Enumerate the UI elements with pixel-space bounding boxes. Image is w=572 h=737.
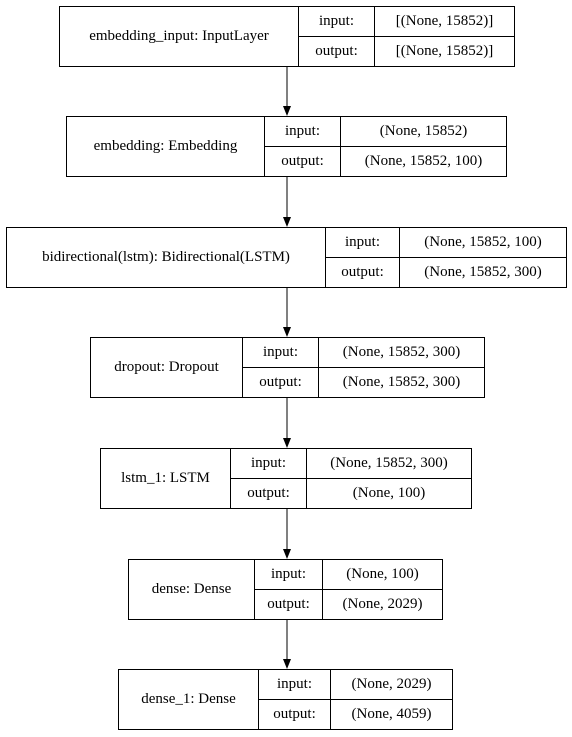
output-shape: (None, 15852, 100) (364, 153, 483, 169)
layer-name: bidirectional(lstm): Bidirectional(LSTM) (7, 228, 326, 287)
output-label: output: (326, 258, 400, 287)
edge-arrowhead (283, 217, 291, 227)
input-label: input: (243, 338, 319, 368)
layer-name: dense: Dense (129, 560, 255, 619)
output-label: output: (243, 368, 319, 397)
input-label: input: (255, 560, 323, 590)
input-shape: [(None, 15852)] (375, 7, 514, 37)
layer-node-dense-1: dense_1: Dense input: (None, 2029) outpu… (118, 669, 453, 730)
input-label: input: (326, 228, 400, 258)
layer-node-lstm-1: lstm_1: LSTM input: (None, 15852, 300) o… (100, 448, 472, 509)
input-shape: (None, 15852, 300) (319, 338, 484, 368)
input-label: input: (299, 7, 375, 37)
edge-arrowhead (283, 659, 291, 669)
output-shape: (None, 15852, 300) (424, 264, 542, 280)
output-shape: [(None, 15852)] (395, 43, 494, 59)
input-label: input: (259, 670, 331, 700)
edge-arrowhead (283, 327, 291, 337)
layer-name: embedding: Embedding (67, 117, 265, 176)
output-shape: (None, 100) (352, 485, 426, 501)
input-shape: (None, 15852) (341, 117, 506, 147)
output-label: output: (231, 479, 307, 508)
edge-arrowhead (283, 438, 291, 448)
input-label: input: (265, 117, 341, 147)
input-shape: (None, 15852, 300) (307, 449, 471, 479)
layer-node-dense: dense: Dense input: (None, 100) output: … (128, 559, 443, 620)
edge-arrowhead (283, 106, 291, 116)
output-label: output: (259, 700, 331, 729)
layer-name: dense_1: Dense (119, 670, 259, 729)
output-label: output: (299, 37, 375, 66)
input-shape: (None, 100) (323, 560, 442, 590)
output-shape: (None, 15852, 300) (342, 374, 461, 390)
layer-name: embedding_input: InputLayer (60, 7, 299, 66)
output-shape: (None, 4059) (351, 706, 432, 722)
layer-node-dropout: dropout: Dropout input: (None, 15852, 30… (90, 337, 485, 398)
layer-node-embedding: embedding: Embedding input: (None, 15852… (66, 116, 507, 177)
layer-name: dropout: Dropout (91, 338, 243, 397)
input-shape: (None, 15852, 100) (400, 228, 566, 258)
output-label: output: (255, 590, 323, 619)
input-shape: (None, 2029) (331, 670, 452, 700)
input-label: input: (231, 449, 307, 479)
edge-arrowhead (283, 549, 291, 559)
layer-node-bidirectional-lstm: bidirectional(lstm): Bidirectional(LSTM)… (6, 227, 567, 288)
output-shape: (None, 2029) (342, 596, 423, 612)
layer-node-embedding-input: embedding_input: InputLayer input: [(Non… (59, 6, 515, 67)
layer-name: lstm_1: LSTM (101, 449, 231, 508)
output-label: output: (265, 147, 341, 176)
